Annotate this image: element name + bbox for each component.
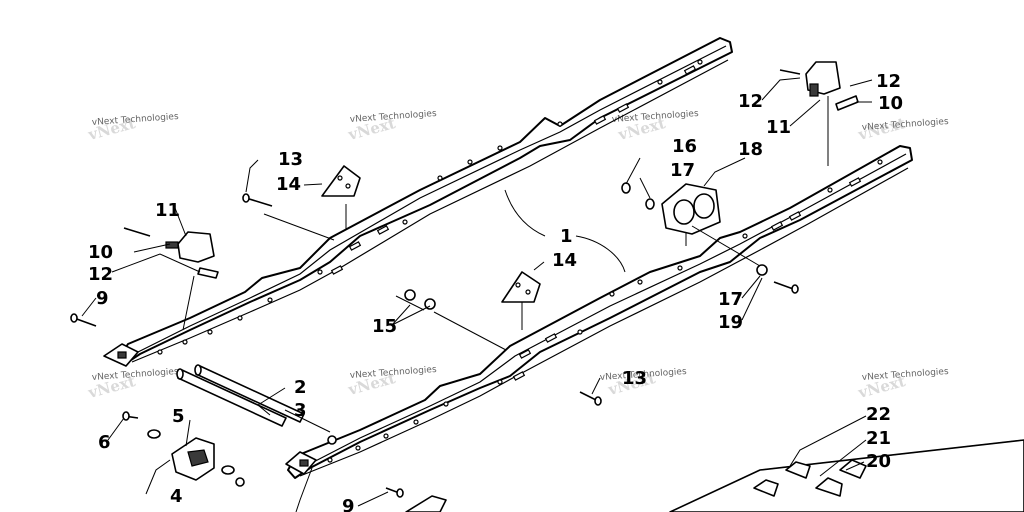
callout-12: 12 <box>88 264 113 285</box>
callout-15: 15 <box>372 316 397 337</box>
callout-13: 13 <box>622 368 647 389</box>
callout-labels: 1 2 3 4 5 6 9 9 10 10 11 11 12 12 12 13 … <box>88 71 903 512</box>
callout-12: 12 <box>738 91 763 112</box>
callout-18: 18 <box>738 139 763 160</box>
rail-holes <box>327 159 883 463</box>
callout-17: 17 <box>670 160 695 181</box>
slide-rail-right <box>285 145 913 479</box>
idler-bracket <box>661 183 721 235</box>
slide-assemblies <box>405 439 1024 512</box>
callout-5: 5 <box>172 406 185 427</box>
callout-20: 20 <box>866 451 891 472</box>
watermark-text: vNext Technologies <box>92 367 180 383</box>
callout-16: 16 <box>672 136 697 157</box>
leader-lines <box>81 77 873 512</box>
cross-shafts <box>176 364 305 427</box>
callout-11: 11 <box>766 117 791 138</box>
callout-17: 17 <box>718 289 743 310</box>
callout-2: 2 <box>294 377 307 398</box>
pivot-block-left <box>123 227 219 279</box>
slide-rail-left <box>103 37 733 367</box>
callout-12: 12 <box>876 71 901 92</box>
callout-13: 13 <box>278 149 303 170</box>
callout-14: 14 <box>276 174 301 195</box>
pivot-block-right <box>779 61 859 111</box>
callout-6: 6 <box>98 432 111 453</box>
callout-11: 11 <box>155 200 180 221</box>
callout-3: 3 <box>294 400 307 421</box>
callout-21: 21 <box>866 428 891 449</box>
callout-10: 10 <box>878 93 903 114</box>
bolts <box>70 182 799 498</box>
callout-1: 1 <box>560 226 573 247</box>
watermark-text: vNext Technologies <box>862 367 950 383</box>
callout-4: 4 <box>170 486 183 507</box>
rear-stop-block <box>147 429 245 487</box>
callout-10: 10 <box>88 242 113 263</box>
callout-14: 14 <box>552 250 577 271</box>
mount-brackets <box>321 165 541 303</box>
callout-9: 9 <box>96 288 109 309</box>
callout-9: 9 <box>342 496 355 512</box>
callout-22: 22 <box>866 404 891 425</box>
rail-holes <box>157 59 703 355</box>
callout-19: 19 <box>718 312 743 333</box>
